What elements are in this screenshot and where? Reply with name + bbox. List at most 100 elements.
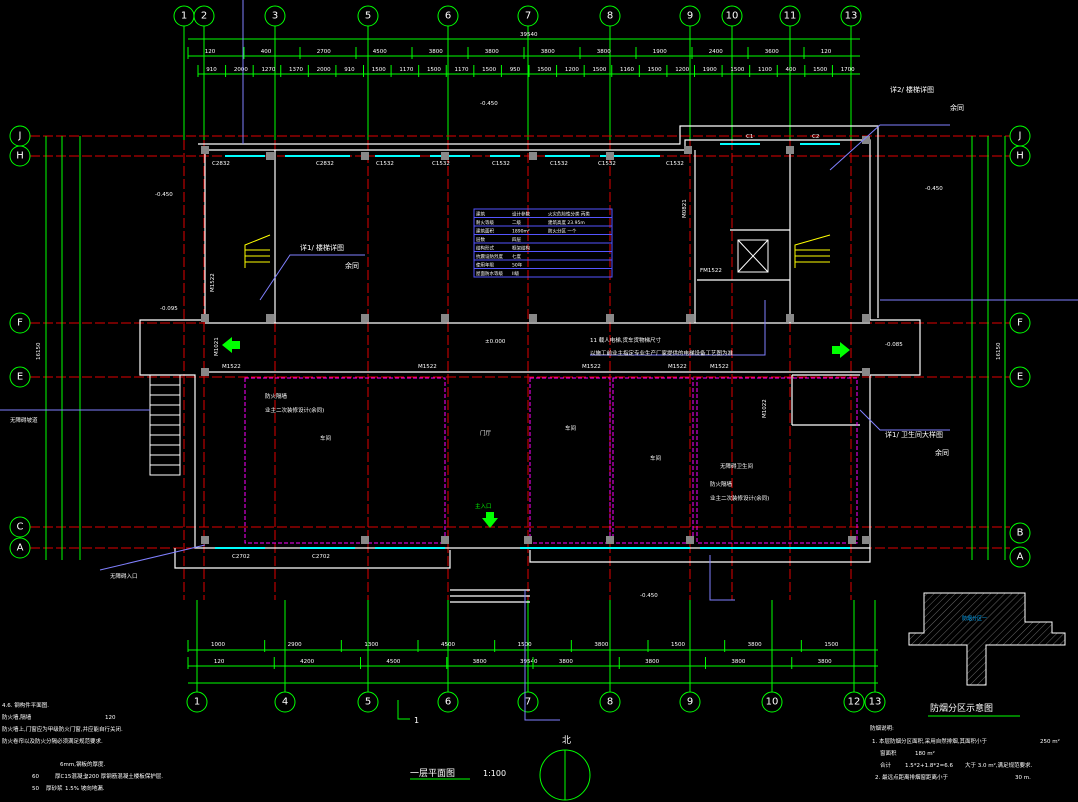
secondary-design-label-2: 业主二次装修设计(余同)	[710, 494, 769, 502]
door-label: M1022	[762, 399, 768, 418]
north-label: 北	[562, 735, 571, 746]
smoke-note-line: 2. 最远点距离排烟窗距离小于	[875, 773, 948, 781]
dim-value: 1700	[841, 67, 855, 73]
fire-partition-label-2: 防火隔墙	[710, 480, 733, 488]
table-cell: 层数	[476, 236, 485, 243]
column	[686, 314, 694, 322]
axis-label: E	[17, 372, 23, 383]
note-line: 厚C15混凝土	[55, 772, 88, 780]
room-workshop-2: 车间	[565, 424, 576, 432]
dim-value: 1900	[703, 67, 717, 73]
dim-value: 3800	[473, 659, 487, 665]
note-line: 120	[105, 715, 116, 721]
axis-bubble-right-A: A	[1009, 546, 1031, 568]
dim-value: 400	[261, 49, 272, 55]
table-cell: 建筑面积	[476, 228, 494, 235]
smoke-note-line: 1. 本层防烟分区面积,采用自然排烟,其面积小于	[872, 737, 987, 745]
axis-label: 2	[201, 11, 207, 22]
axis-bubble-left-E: E	[9, 366, 31, 388]
axis-label: 8	[607, 11, 613, 22]
smoke-note-line: 合计	[880, 761, 892, 769]
table-cell: 屋面防水等级	[476, 270, 503, 277]
axis-label: 13	[845, 11, 858, 22]
dim-value: 2400	[709, 49, 723, 55]
stair-right	[794, 234, 831, 268]
dim-value: 120	[205, 49, 216, 55]
axis-bubble-right-E: E	[1009, 366, 1031, 388]
secondary-design-label: 业主二次装修设计(余同)	[265, 406, 324, 414]
axis-bubble-top-7: 7	[517, 5, 539, 27]
column	[862, 136, 870, 144]
axis-bubble-bottom-13: 13	[864, 691, 886, 713]
column	[361, 152, 369, 160]
drawing-title: 一层平面图	[410, 768, 455, 779]
dim-value: 2900	[288, 642, 302, 648]
column	[529, 152, 537, 160]
column	[606, 314, 614, 322]
partitions	[244, 377, 858, 544]
dim-value: 1500	[671, 642, 685, 648]
column	[266, 152, 274, 160]
table-cell: 火灾危险性分类 丙类	[548, 211, 590, 218]
dim-value: 910	[206, 67, 217, 73]
window-label: C2702	[312, 554, 330, 560]
column	[606, 536, 614, 544]
axis-bubble-left-J: J	[9, 125, 31, 147]
axis-bubble-bottom-5: 5	[357, 691, 379, 713]
axis-label: 5	[365, 11, 371, 22]
toilet-detail-label: 详1/ 卫生间大样图	[885, 430, 943, 439]
dim-top-total: 39540	[520, 32, 538, 38]
column	[786, 314, 794, 322]
dim-value: 2000	[234, 67, 248, 73]
smoke-zone-diagram	[908, 592, 1066, 686]
axis-label: A	[1017, 552, 1024, 563]
column	[529, 314, 537, 322]
note-line: 防火卷帘以及防火分隔必须满足规范要求.	[2, 737, 103, 745]
dim-value: 120	[821, 49, 832, 55]
window-label: C1532	[432, 161, 450, 167]
drawing-scale: 1:100	[483, 769, 506, 778]
stair-detail-left-label: 详1/ 楼梯详图	[300, 243, 344, 252]
level-m0095: -0.095	[160, 306, 178, 312]
axis-label: 1	[181, 11, 187, 22]
dim-value: 3800	[645, 659, 659, 665]
note-line: 4.6. 钢构件平面图.	[2, 701, 49, 709]
door-label: M1522	[222, 364, 241, 370]
axis-bubble-left-H: H	[9, 145, 31, 167]
axis-label: 8	[607, 697, 613, 708]
axis-label: C	[17, 522, 24, 533]
dim-value: 1500	[648, 67, 662, 73]
table-cell: 建筑高度 23.95m	[548, 219, 585, 226]
window-label: C1532	[666, 161, 684, 167]
axis-bubble-right-H: H	[1009, 145, 1031, 167]
dim-value: 1170	[399, 67, 413, 73]
smoke-note-line: 1.5*2+1.8*2=6.6	[905, 763, 953, 769]
dim-value: 1500	[482, 67, 496, 73]
table-cell: 防火分区 一个	[548, 228, 577, 235]
column	[266, 314, 274, 322]
dim-value: 3800	[818, 659, 832, 665]
window-label: C1532	[598, 161, 616, 167]
column	[862, 536, 870, 544]
smoke-notes-title: 防烟说明:	[870, 724, 894, 732]
door-label: FM1522	[700, 268, 722, 274]
axis-label: 4	[282, 697, 288, 708]
dim-value: 1500	[427, 67, 441, 73]
room-workshop-1: 车间	[320, 434, 331, 442]
axis-label: 5	[365, 697, 371, 708]
column	[606, 152, 614, 160]
table-cell: 设计参数	[512, 211, 530, 218]
axis-bubble-top-2: 2	[193, 5, 215, 27]
dim-value: 3800	[731, 659, 745, 665]
axis-bubble-top-13: 13	[840, 5, 862, 27]
stair-detail-right-label: 详2/ 楼梯详图	[890, 85, 934, 94]
ramp	[149, 374, 181, 476]
level-m0450-right: -0.450	[925, 186, 943, 192]
table-cell: 框架结构	[512, 245, 530, 252]
column	[848, 536, 856, 544]
elevator-note-2: 以施工前业主指定专业生产厂家提供的电梯设备工艺图为准	[590, 349, 734, 357]
axis-bubble-left-A: A	[9, 537, 31, 559]
column	[686, 536, 694, 544]
leader-lines	[0, 0, 1078, 721]
